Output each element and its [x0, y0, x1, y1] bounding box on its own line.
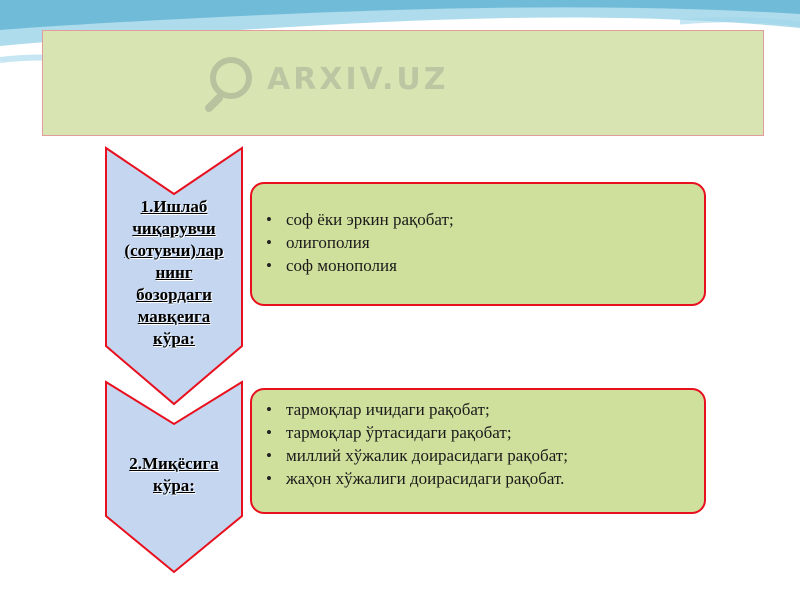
- chevron-label-2: 2.Миқёсига кўра:: [100, 453, 248, 497]
- list-item: миллий хўжалик доирасидаги рақобат;: [266, 444, 704, 467]
- watermark-logo: ARXIV.UZ: [205, 52, 445, 112]
- list-item: жаҳон хўжалиги доирасидаги рақобат.: [266, 467, 704, 490]
- content-panel-2: тармоқлар ичидаги рақобат; тармоқлар ўрт…: [250, 388, 706, 514]
- watermark-text: ARXIV.UZ: [267, 62, 449, 97]
- magnifier-icon: [205, 57, 252, 112]
- chevron-label-line: 2.Миқёсига: [129, 454, 219, 473]
- title-box: [42, 30, 764, 136]
- chevron-label-line: бозордаги: [136, 285, 212, 304]
- list-item: тармоқлар ўртасидаги рақобат;: [266, 421, 704, 444]
- chevron-label-line: нинг: [155, 263, 193, 282]
- bullet-list-1: соф ёки эркин рақобат; олигополия соф мо…: [252, 208, 704, 277]
- list-item: соф монополия: [266, 254, 704, 277]
- bullet-list-2: тармоқлар ичидаги рақобат; тармоқлар ўрт…: [252, 398, 704, 490]
- chevron-arrow-1: [105, 146, 243, 406]
- chevron-label-line: кўра:: [153, 329, 195, 348]
- list-item: тармоқлар ичидаги рақобат;: [266, 398, 704, 421]
- chevron-label-line: (сотувчи)лар: [124, 241, 224, 260]
- content-panel-1: соф ёки эркин рақобат; олигополия соф мо…: [250, 182, 706, 306]
- chevron-arrow-2: [105, 380, 243, 574]
- list-item: олигополия: [266, 231, 704, 254]
- chevron-label-line: чиқарувчи: [132, 219, 216, 238]
- list-item: соф ёки эркин рақобат;: [266, 208, 704, 231]
- chevron-label-line: 1.Ишлаб: [140, 197, 208, 216]
- chevron-label-1: 1.Ишлаб чиқарувчи (сотувчи)лар нинг бозо…: [104, 196, 244, 350]
- chevron-label-line: кўра:: [153, 476, 195, 495]
- chevron-label-line: мавқеига: [137, 307, 211, 326]
